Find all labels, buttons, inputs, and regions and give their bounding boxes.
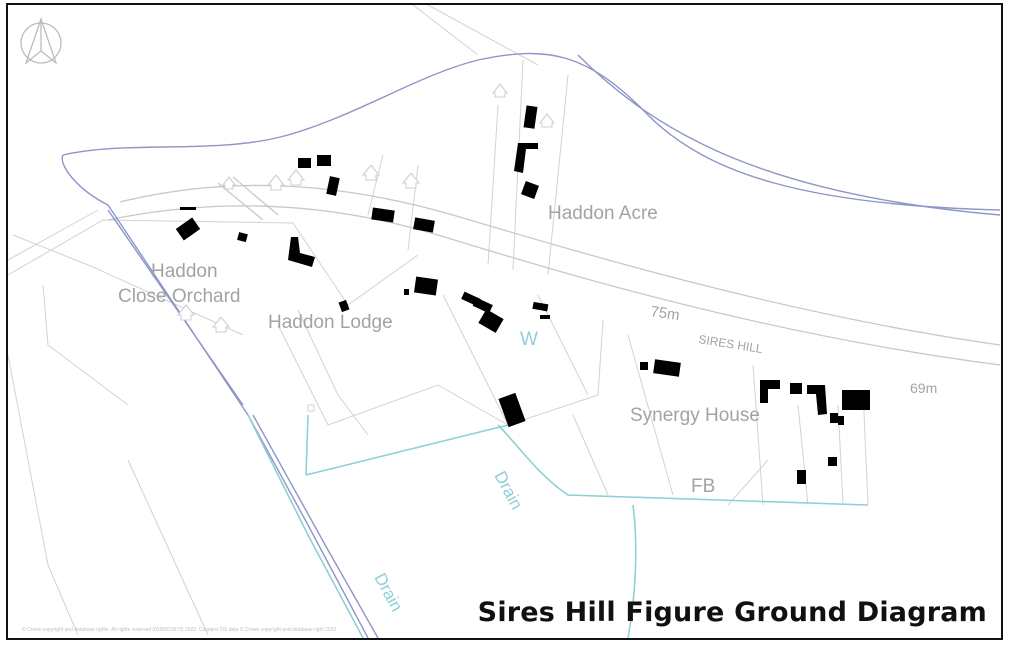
map-canvas: Haddon Acre Haddon Close Orchard Haddon … xyxy=(8,5,1001,638)
building xyxy=(532,301,549,312)
building xyxy=(472,297,493,314)
spot-height-69m: 69m xyxy=(910,380,937,396)
building xyxy=(653,359,681,377)
building xyxy=(828,457,837,466)
place-label-haddon-lodge: Haddon Lodge xyxy=(268,312,393,333)
building xyxy=(830,413,838,423)
boundary-lines xyxy=(61,52,1001,638)
building xyxy=(413,217,435,233)
building xyxy=(498,392,526,428)
building xyxy=(807,385,827,415)
place-label-haddon: Haddon xyxy=(151,261,218,282)
building xyxy=(326,176,340,196)
north-arrow-icon xyxy=(20,16,62,65)
building xyxy=(478,309,504,333)
tree-icon xyxy=(176,83,556,333)
map-title: Sires Hill Figure Ground Diagram xyxy=(477,597,987,628)
water-label-drain-2: Drain xyxy=(370,570,406,615)
building xyxy=(797,470,806,484)
parcel-lines xyxy=(8,5,869,636)
building xyxy=(521,181,539,199)
copyright-notice: © Crown copyright and database rights. A… xyxy=(22,627,337,633)
building xyxy=(180,207,196,210)
building xyxy=(842,390,870,410)
building xyxy=(640,362,648,370)
building xyxy=(317,155,331,166)
building xyxy=(371,207,395,223)
building xyxy=(523,105,538,129)
building xyxy=(288,237,315,267)
building xyxy=(338,299,350,313)
building xyxy=(237,232,248,243)
building xyxy=(298,158,311,168)
building xyxy=(790,383,802,394)
water-label-drain-1: Drain xyxy=(490,468,526,513)
building xyxy=(760,380,780,403)
building xyxy=(404,289,409,295)
place-label-haddon-acre: Haddon Acre xyxy=(548,203,658,224)
buildings xyxy=(175,105,870,484)
building xyxy=(514,143,538,173)
building xyxy=(413,276,439,296)
place-label-close-orchard: Close Orchard xyxy=(118,286,241,307)
map-frame: Haddon Acre Haddon Close Orchard Haddon … xyxy=(6,3,1003,640)
road-label-sires-hill: SIRES HILL xyxy=(698,332,764,356)
building xyxy=(175,217,201,241)
building xyxy=(540,315,550,319)
spot-height-75m: 75m xyxy=(649,303,680,324)
building xyxy=(838,416,844,425)
map-label-w: W xyxy=(520,329,538,350)
drains xyxy=(247,414,869,638)
map-label-fb: FB xyxy=(691,476,715,497)
place-label-synergy-house: Synergy House xyxy=(630,405,760,426)
